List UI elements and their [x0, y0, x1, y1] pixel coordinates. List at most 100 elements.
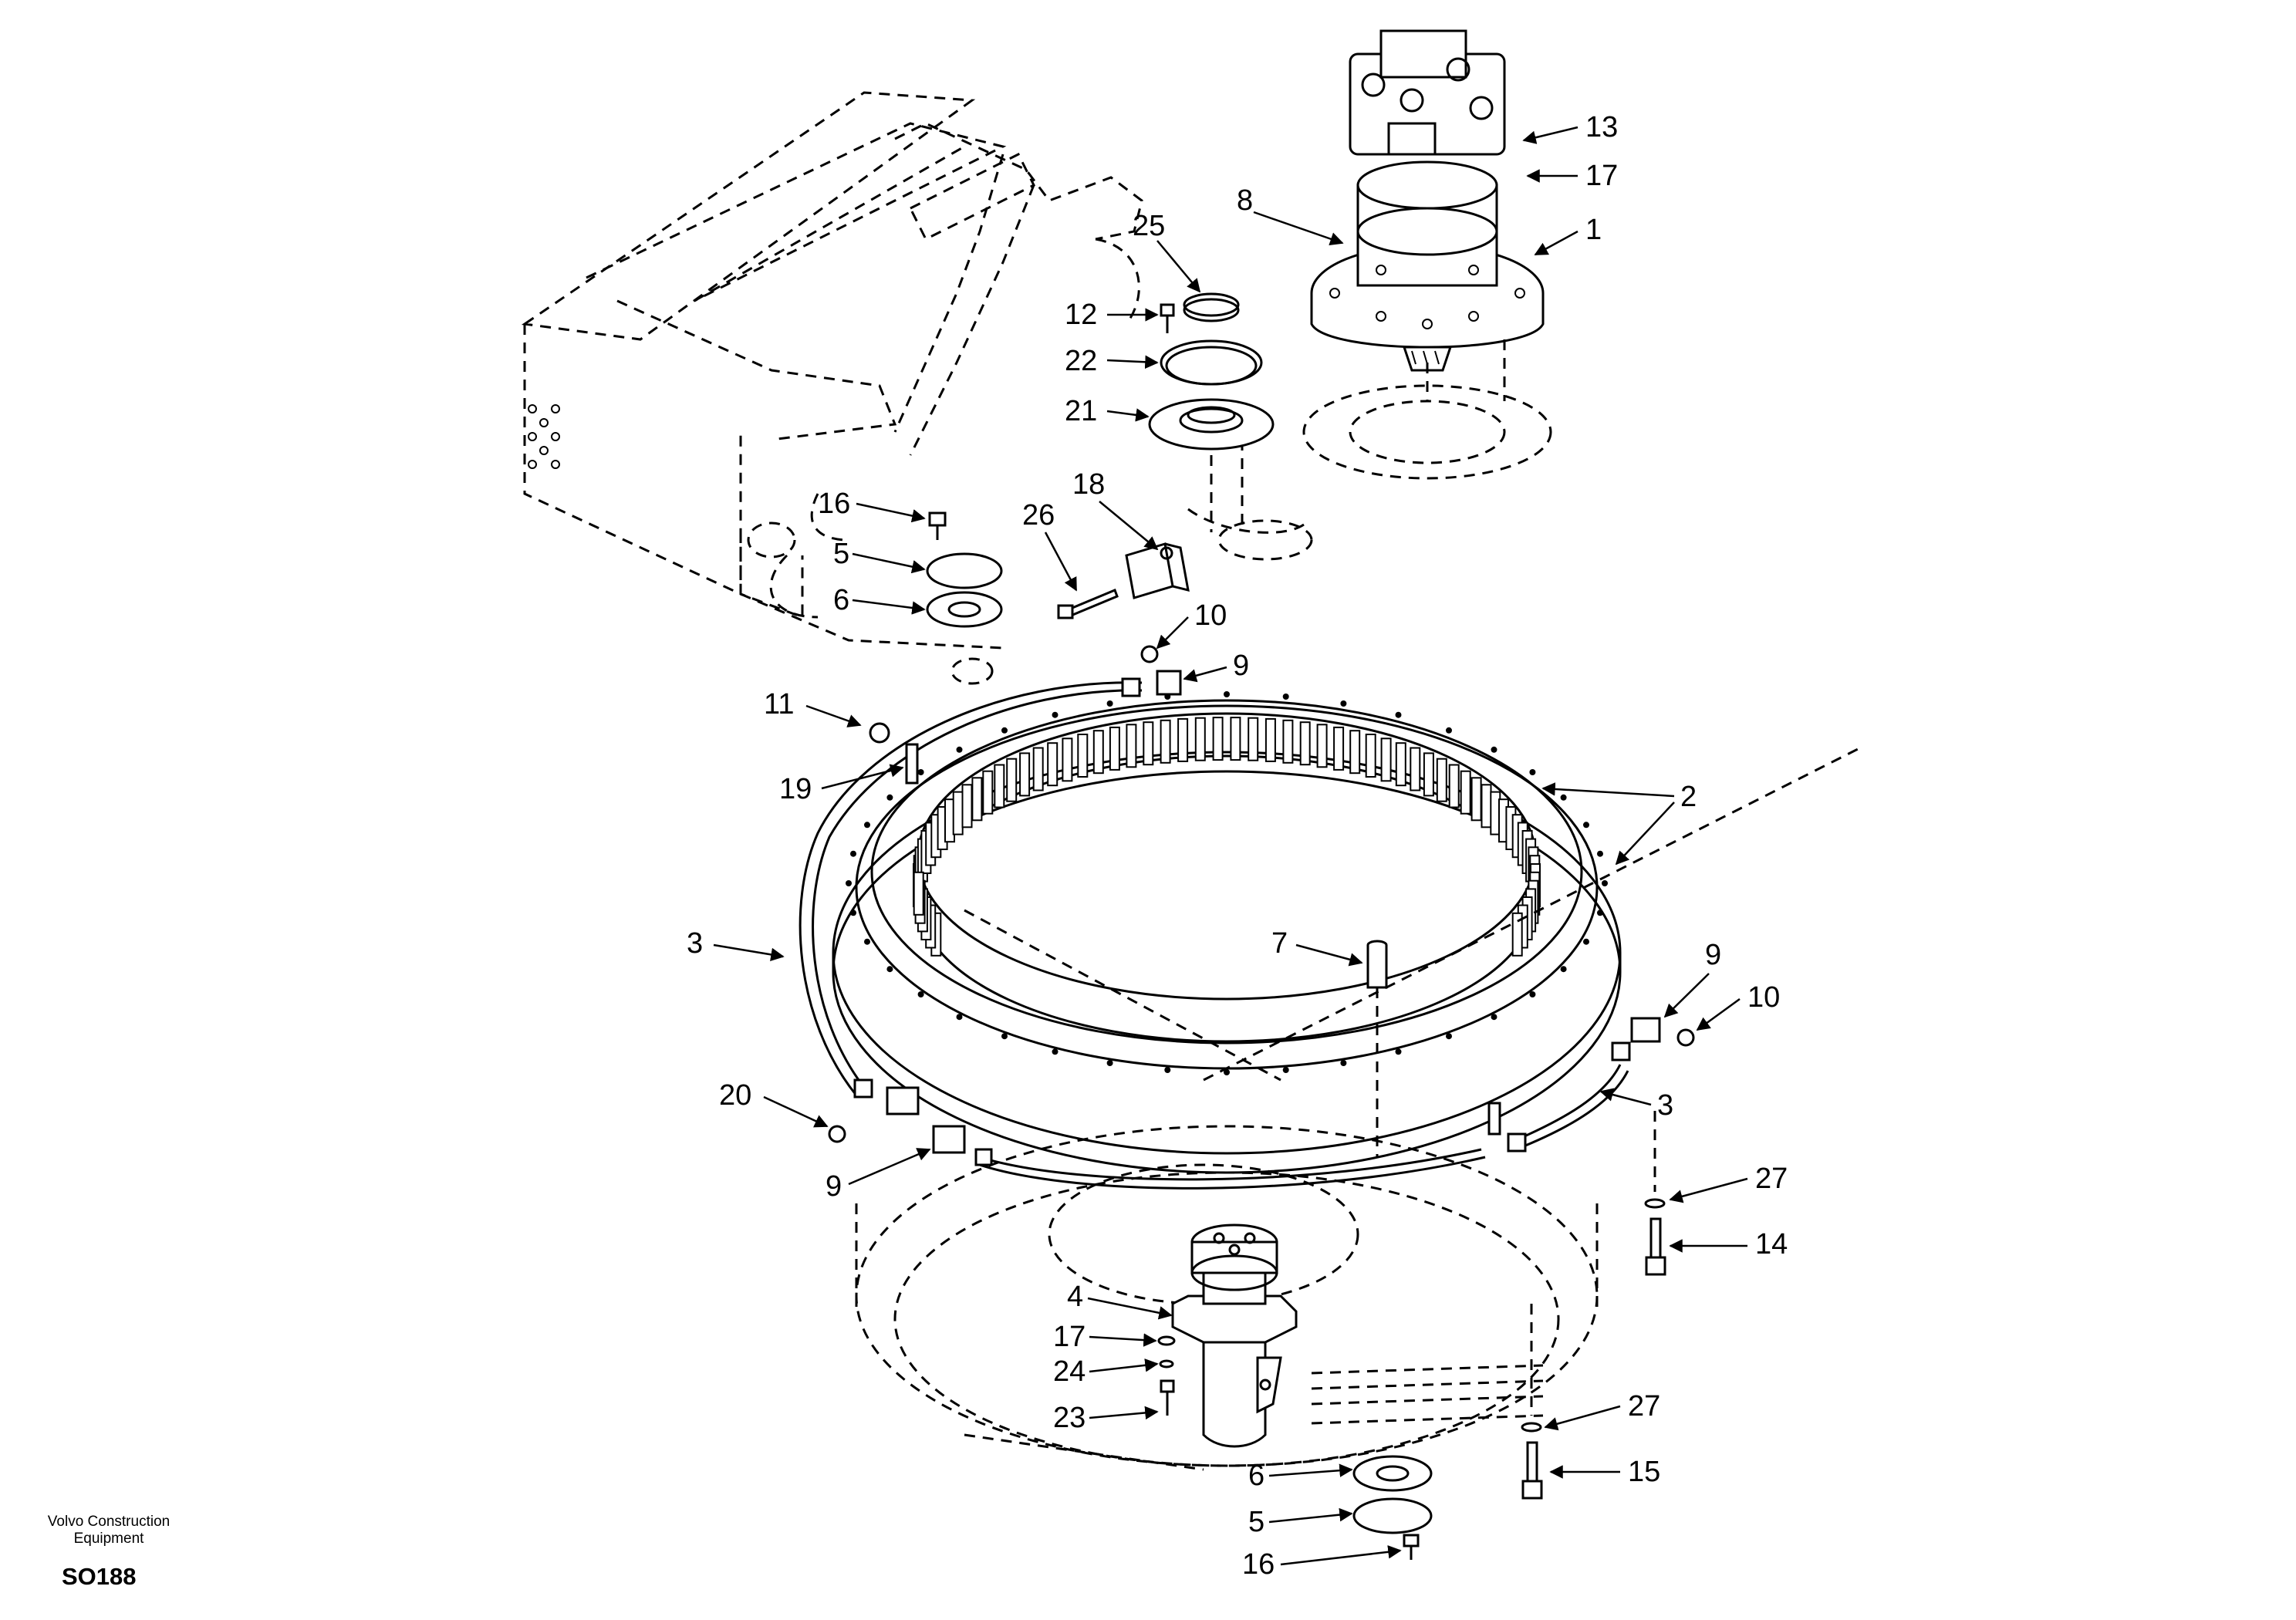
ring-bolt-hole	[886, 794, 893, 801]
ring-bolt-hole	[1560, 794, 1567, 801]
gear-tooth	[982, 770, 994, 815]
callout-12: 12	[1065, 299, 1097, 331]
ring-bolt-hole	[1282, 1067, 1289, 1073]
ring-bolt-hole	[1446, 727, 1452, 734]
ring-bolt-hole	[1529, 991, 1536, 997]
ring-bolt-hole	[1446, 1033, 1452, 1040]
callout-23: 23	[1053, 1402, 1086, 1434]
callout-22: 22	[1065, 345, 1097, 377]
gear-tooth	[1448, 764, 1460, 808]
ring-bolt-hole	[850, 910, 856, 916]
callout-3: 3	[1657, 1089, 1673, 1122]
callout-24: 24	[1053, 1355, 1086, 1388]
callout-16: 16	[818, 488, 850, 520]
gear-tooth	[1047, 742, 1059, 787]
ring-bolt-hole	[1340, 1060, 1347, 1066]
callout-25: 25	[1133, 210, 1165, 242]
ring-bolt-hole	[864, 822, 870, 829]
gear-tooth	[1436, 758, 1447, 802]
callout-16: 16	[1242, 1548, 1275, 1581]
gear-tooth	[1410, 747, 1421, 791]
callout-2: 2	[1680, 781, 1697, 813]
gear-tooth	[1160, 719, 1171, 764]
callout-9: 9	[1705, 939, 1721, 971]
figure-code: SO188	[62, 1563, 137, 1590]
stopper-block	[1057, 542, 1190, 619]
callout-14: 14	[1755, 1228, 1788, 1261]
gear-tooth	[1481, 784, 1492, 829]
ring-bolt-hole	[864, 938, 870, 945]
callout-27: 27	[1755, 1163, 1788, 1195]
brand-line-2: Equipment	[73, 1531, 144, 1547]
ring-bolt-hole	[1164, 1067, 1171, 1073]
ring-bolt-hole	[850, 850, 856, 857]
callout-17: 17	[1585, 160, 1618, 192]
ring-bolt-hole	[1282, 694, 1289, 700]
ring-bolt-hole	[1052, 711, 1059, 718]
ring-bolt-hole	[917, 991, 924, 997]
callout-9: 9	[826, 1170, 842, 1203]
swing-motor	[1310, 29, 1545, 372]
callout-18: 18	[1072, 468, 1105, 501]
brand-line-1: Volvo Construction	[47, 1514, 171, 1530]
ring-bolt-hole	[1597, 910, 1603, 916]
callout-leaders	[713, 126, 1748, 1566]
lower-cover-assembly	[1352, 1455, 1433, 1560]
gear-tooth	[1230, 717, 1241, 761]
fittings	[828, 645, 1695, 1166]
callout-7: 7	[1271, 927, 1288, 960]
bolts-14-15	[1521, 1111, 1666, 1500]
ring-bolt-hole	[1395, 711, 1402, 718]
motor-mount-pad-dashed	[1302, 339, 1552, 480]
gear-tooth	[1006, 758, 1018, 802]
ring-bolt-hole	[1602, 880, 1608, 886]
gear-tooth	[1077, 734, 1089, 778]
callout-11: 11	[764, 688, 794, 721]
slewing-ring	[832, 691, 1860, 1174]
ring-gear-teeth	[913, 717, 1541, 957]
callout-13: 13	[1585, 111, 1618, 143]
gear-tooth	[1365, 734, 1376, 778]
gear-tooth	[1423, 752, 1434, 797]
gear-tooth	[1470, 777, 1482, 822]
ring-bolt-hole	[846, 880, 852, 886]
callout-4: 4	[1067, 1281, 1083, 1313]
ring-bolt-hole	[886, 966, 893, 973]
gear-tooth	[1380, 737, 1392, 782]
gear-tooth	[1032, 747, 1044, 791]
gear-tooth	[1511, 912, 1523, 957]
callout-5: 5	[833, 538, 849, 570]
gear-tooth	[1333, 726, 1345, 771]
gear-tooth	[1092, 730, 1104, 775]
gear-tooth	[1194, 717, 1206, 761]
gear-tooth	[1299, 721, 1311, 766]
ring-bolt-hole	[1529, 769, 1536, 775]
callout-8: 8	[1237, 184, 1253, 217]
ring-bolt-hole	[956, 1014, 963, 1021]
callout-labels: 13 17 8 1 25 12 22 21 16 18 26 5 6 10 9 …	[687, 111, 1788, 1581]
callout-19: 19	[779, 773, 812, 805]
callout-20: 20	[719, 1079, 751, 1112]
ring-bolt-hole	[1001, 1033, 1008, 1040]
gear-tooth	[1062, 737, 1073, 782]
gear-tooth	[971, 777, 983, 822]
gear-tooth	[994, 764, 1005, 808]
motor-flange-bolts	[1329, 265, 1525, 329]
gear-tooth	[1264, 717, 1276, 762]
ring-bolt-hole	[1106, 1060, 1113, 1066]
ring-bolt-hole	[1224, 1069, 1230, 1075]
gear-tooth	[1282, 719, 1294, 764]
gear-tooth	[1316, 724, 1328, 768]
callout-26: 26	[1022, 499, 1055, 532]
callout-17: 17	[1053, 1321, 1086, 1353]
callout-6: 6	[833, 584, 849, 616]
ring-bolt-hole	[956, 746, 963, 753]
callout-6: 6	[1248, 1460, 1264, 1492]
callout-15: 15	[1628, 1456, 1660, 1488]
callout-5: 5	[1248, 1506, 1264, 1538]
gear-tooth	[952, 791, 964, 835]
ring-bolt-hole	[1491, 1014, 1497, 1021]
ring-bolt-hole	[1224, 691, 1230, 697]
ring-bolt-hole	[1597, 850, 1603, 857]
upper-cover-assembly	[926, 511, 1003, 628]
